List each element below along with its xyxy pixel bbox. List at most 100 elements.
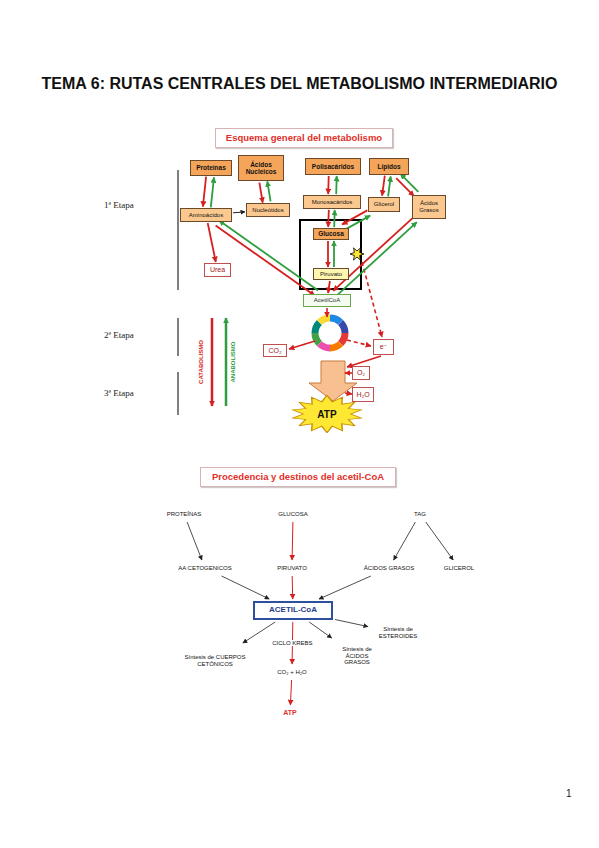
- metabolite-box: Glucosa: [313, 228, 349, 240]
- dashed-arrow: [362, 262, 382, 337]
- source-text: PROTEÍNAS: [159, 508, 209, 520]
- metabolite-box: Piruvato: [313, 268, 349, 280]
- node-text: Monosacáridos: [312, 199, 353, 206]
- node-text: GLICEROL: [444, 565, 474, 572]
- connector: [335, 176, 337, 194]
- connector: [292, 522, 294, 560]
- node-text: AcetilCoA: [314, 297, 340, 304]
- connector: [267, 181, 270, 201]
- node-text: TAG: [414, 511, 426, 518]
- axis-label: ANABOLISMO: [230, 317, 240, 407]
- connector: [327, 241, 329, 267]
- node-text: GLUCOSA: [278, 511, 307, 518]
- energy-star: [350, 248, 364, 260]
- stage-label: 2ª Etapa: [104, 330, 164, 340]
- node-text: PROTEÍNAS: [167, 511, 202, 518]
- connector: [290, 680, 291, 705]
- product-box: Urea: [204, 263, 231, 277]
- connector: [337, 222, 417, 295]
- connector: [426, 522, 453, 560]
- node-text: ATP: [317, 409, 336, 420]
- connector: [327, 176, 329, 194]
- destination-text: CO₂ + H₂O: [266, 666, 318, 678]
- node-text: Piruvato: [320, 271, 342, 278]
- macromolecule-box: Proteínas: [190, 160, 232, 176]
- node-text: AA CETOGENICOS: [178, 565, 232, 572]
- page-title: TEMA 6: RUTAS CENTRALES DEL METABOLISMO …: [0, 75, 599, 93]
- destination-text: Síntesis de ÁCIDOS GRASOS: [332, 640, 382, 672]
- energy-text: ATP: [278, 707, 302, 719]
- connector: [203, 177, 206, 207]
- burst-outline: [293, 395, 362, 432]
- block-arrow: [309, 361, 357, 401]
- node-text: Glucosa: [318, 230, 344, 237]
- node-text: H₂O: [356, 391, 369, 399]
- connector: [233, 211, 245, 213]
- node-text: Nucleótidos: [252, 207, 283, 214]
- connector: [259, 183, 262, 203]
- product-box: e⁻: [373, 339, 394, 355]
- connector: [333, 241, 335, 267]
- node-text: CO₂ + H₂O: [277, 669, 307, 676]
- node-text: Síntesis de CUERPOS CETÓNICOS: [184, 654, 246, 667]
- node-text: Procedencia y destinos del acetil-CoA: [212, 472, 384, 482]
- monomer-box: Aminoácidos: [180, 208, 232, 222]
- intermediate-text: GLICEROL: [437, 562, 481, 574]
- node-text: ATP: [283, 709, 296, 717]
- energy-burst: ATP: [291, 395, 363, 433]
- connector: [328, 281, 330, 293]
- node-text: Glicerol: [374, 201, 394, 208]
- connector: [327, 210, 329, 227]
- cycle-segment: [319, 344, 330, 348]
- product-box: O₂: [352, 366, 370, 380]
- cycle-segment: [341, 333, 345, 344]
- node-text: ACETIL-CoA: [269, 606, 317, 615]
- source-text: GLUCOSA: [273, 508, 313, 520]
- cycle-segment: [341, 322, 345, 333]
- central-box: ACETIL-CoA: [253, 601, 333, 620]
- monomer-box: Ácidos Grasos: [412, 195, 446, 219]
- node-text: Polisacáridos: [312, 163, 354, 170]
- connector: [211, 177, 214, 207]
- node-text: Síntesis de ESTEROIDES: [370, 626, 426, 639]
- node-text: Ácidos Nucleicos: [239, 161, 283, 175]
- flow-arrow: [345, 372, 352, 374]
- stage-bracket: [178, 170, 179, 290]
- macromolecule-box: Polisacáridos: [305, 158, 361, 175]
- connector: [216, 226, 315, 296]
- destination-text: Síntesis de CUERPOS CETÓNICOS: [184, 645, 246, 677]
- connector: [219, 221, 318, 291]
- intermediate-text: ÁCIDOS GRASOS: [357, 562, 421, 574]
- connector: [394, 522, 416, 560]
- node-text: ÁCIDOS GRASOS: [364, 565, 414, 572]
- cycle-segment: [330, 344, 341, 348]
- edge-label: CICLO KREBS: [271, 640, 313, 646]
- product-box: CO₂: [263, 344, 287, 357]
- monomer-box: Glicerol: [368, 197, 400, 212]
- connector: [388, 176, 391, 196]
- monomer-box: Nucleótidos: [246, 203, 290, 217]
- connector: [401, 174, 419, 192]
- intermediate-text: AA CETOGENICOS: [168, 562, 242, 574]
- node-text: Síntesis de ÁCIDOS GRASOS: [332, 646, 382, 666]
- connector: [396, 178, 414, 196]
- stage-label: 1ª Etapa: [104, 200, 164, 210]
- cycle-segment: [315, 333, 319, 344]
- heading-box: Procedencia y destinos del acetil-CoA: [200, 467, 396, 487]
- metabolite-box: AcetilCoA: [303, 294, 351, 307]
- krebs-cycle: [315, 318, 345, 348]
- node-text: Esquema general del metabolismo: [226, 133, 382, 143]
- flow-arrow: [289, 341, 315, 349]
- connector: [342, 210, 367, 224]
- node-text: Ácidos Grasos: [413, 200, 445, 213]
- connector: [292, 576, 294, 599]
- stage-label: 3ª Etapa: [104, 388, 164, 398]
- destination-text: Síntesis de ESTEROIDES: [370, 622, 426, 644]
- node-text: e⁻: [380, 343, 388, 351]
- heading-box: Esquema general del metabolismo: [215, 128, 393, 148]
- macromolecule-box: Lípidos: [369, 158, 409, 175]
- node-text: Urea: [210, 266, 225, 274]
- axis-label: CATABOLISMO: [198, 317, 208, 407]
- stage-bracket: [178, 318, 179, 356]
